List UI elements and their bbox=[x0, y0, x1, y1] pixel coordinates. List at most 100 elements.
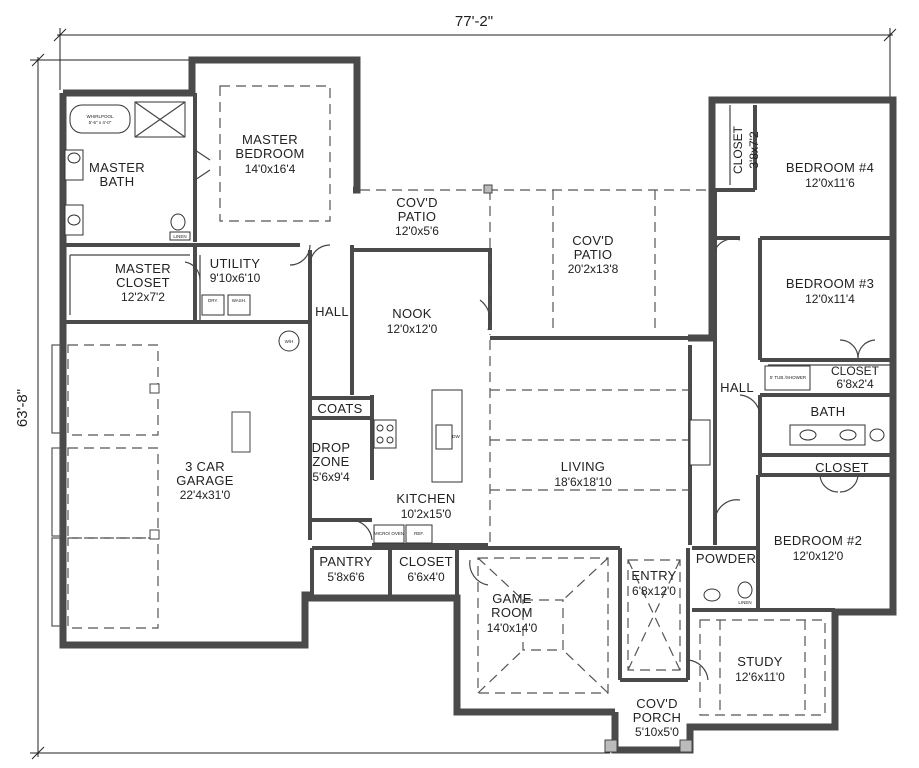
room-bedroom-2: BEDROOM #2 12'0x12'0 bbox=[774, 533, 862, 563]
room-utility: UTILITY 9'10x6'10 bbox=[210, 256, 261, 285]
room-name: BATH bbox=[100, 174, 135, 189]
room-bath: BATH bbox=[811, 404, 846, 419]
room-name: ROOM bbox=[491, 605, 533, 620]
room-name: HALL bbox=[315, 304, 349, 319]
room-name: CLOSET bbox=[116, 275, 170, 290]
room-size: 6'8x12'0 bbox=[632, 584, 676, 598]
dashed-lines bbox=[67, 85, 826, 716]
washer bbox=[227, 294, 251, 316]
room-name: BEDROOM #4 bbox=[786, 160, 874, 175]
exterior-walls bbox=[51, 56, 897, 754]
room-name: DROP bbox=[312, 440, 351, 455]
room-bedroom-3: BEDROOM #3 12'0x11'4 bbox=[786, 276, 874, 306]
room-living: LIVING 18'6x18'10 bbox=[554, 459, 612, 489]
room-name: LIVING bbox=[561, 459, 605, 474]
room-name: NOOK bbox=[392, 306, 432, 321]
island-sink bbox=[435, 424, 453, 450]
linen-label-powder: LINEN bbox=[738, 600, 751, 605]
water-heater-label: W/H bbox=[285, 339, 294, 344]
room-name: HALL bbox=[720, 380, 754, 395]
tub-shower bbox=[764, 365, 811, 391]
room-size: 14'0x14'0 bbox=[487, 621, 538, 635]
room-size: 12'0x11'6 bbox=[805, 176, 855, 190]
room-covd-patio-2: COV'D PATIO 20'2x13'8 bbox=[568, 233, 619, 276]
room-name: PORCH bbox=[633, 710, 681, 725]
room-name: PATIO bbox=[574, 247, 613, 262]
refrigerator bbox=[405, 524, 433, 544]
room-name: KITCHEN bbox=[396, 491, 455, 506]
room-size: 12'0x5'6 bbox=[395, 224, 439, 238]
room-size: 20'2x13'8 bbox=[568, 262, 619, 276]
room-size: 5'8x6'6 bbox=[327, 570, 365, 584]
room-name: MASTER bbox=[89, 160, 145, 175]
room-name: BATH bbox=[811, 404, 846, 419]
room-name: BEDROOM #2 bbox=[774, 533, 862, 548]
room-size: 22'4x31'0 bbox=[180, 488, 231, 502]
room-drop-zone: DROP ZONE 5'6x9'4 bbox=[312, 440, 351, 484]
room-name: POWDER bbox=[696, 551, 756, 566]
room-closet-hall: CLOSET bbox=[815, 460, 869, 475]
room-name: BEDROOM #3 bbox=[786, 276, 874, 291]
room-covd-patio-1: COV'D PATIO 12'0x5'6 bbox=[395, 195, 439, 238]
room-size: 12'0x12'0 bbox=[793, 549, 844, 563]
room-name: PANTRY bbox=[319, 554, 372, 569]
fireplace bbox=[689, 419, 711, 466]
room-pantry: PANTRY 5'8x6'6 bbox=[319, 554, 372, 584]
doors bbox=[184, 149, 876, 681]
room-name: UTILITY bbox=[210, 256, 261, 271]
room-name: BEDROOM bbox=[235, 146, 304, 161]
room-size: 10'2x15'0 bbox=[401, 507, 452, 521]
water-heater bbox=[278, 330, 300, 352]
dishwasher-label: DW bbox=[452, 434, 460, 439]
room-name: GAME bbox=[492, 591, 532, 606]
room-size: 18'6x18'10 bbox=[554, 475, 612, 489]
room-name: STUDY bbox=[737, 654, 783, 669]
room-master-closet: MASTER CLOSET 12'2x7'2 bbox=[115, 261, 171, 304]
width-dimension: 77'-2" bbox=[53, 13, 897, 105]
room-nook: NOOK 12'0x12'0 bbox=[387, 306, 438, 336]
room-closet-game: CLOSET 6'6x4'0 bbox=[399, 554, 453, 584]
room-master-bath: MASTER BATH bbox=[89, 160, 145, 189]
room-name: MASTER bbox=[242, 132, 298, 147]
room-size: 9'10x6'10 bbox=[210, 271, 261, 285]
room-name: COV'D bbox=[396, 195, 438, 210]
whirlpool-tub bbox=[69, 104, 131, 134]
room-size: 6'8x2'4 bbox=[836, 377, 874, 391]
garage-column bbox=[231, 411, 251, 453]
room-hall-2: HALL bbox=[720, 380, 754, 395]
room-study: STUDY 12'6x11'0 bbox=[735, 654, 785, 684]
room-name: ZONE bbox=[312, 454, 349, 469]
tub-shower-label: 5' TUB /SHOWER bbox=[770, 375, 807, 380]
room-entry: ENTRY 6'8x12'0 bbox=[631, 568, 676, 598]
room-covd-porch: COV'D PORCH 5'10x5'0 bbox=[633, 696, 681, 739]
room-size: 6'6x4'0 bbox=[407, 570, 445, 584]
room-name: COV'D bbox=[572, 233, 614, 248]
room-name: COATS bbox=[317, 401, 362, 416]
width-dimension-label: 77'-2" bbox=[455, 13, 493, 30]
room-size: 12'0x11'4 bbox=[805, 292, 855, 306]
room-size: 5'6x9'4 bbox=[312, 470, 350, 484]
room-game-room: GAME ROOM 14'0x14'0 bbox=[487, 591, 538, 635]
room-master-bedroom: MASTER BEDROOM 14'0x16'4 bbox=[235, 132, 304, 176]
room-size: 12'0x12'0 bbox=[387, 322, 438, 336]
dryer bbox=[201, 294, 225, 316]
room-name: PATIO bbox=[398, 209, 437, 224]
powder-sink bbox=[703, 588, 721, 602]
room-bedroom-4: BEDROOM #4 12'0x11'6 bbox=[786, 160, 874, 190]
room-name: COV'D bbox=[636, 696, 678, 711]
room-name: MASTER bbox=[115, 261, 171, 276]
whirlpool-label: WHIRLPOOL bbox=[86, 114, 114, 119]
fixtures: WHIRLPOOL 5'-6" x 4'-0" LINEN DRY. WASH.… bbox=[64, 101, 890, 605]
microwave-oven bbox=[373, 524, 405, 544]
room-garage: 3 CAR GARAGE 22'4x31'0 bbox=[176, 459, 233, 502]
room-closet-bath: CLOSET 6'8x2'4 bbox=[831, 364, 880, 391]
room-size: 5'10x5'0 bbox=[635, 725, 679, 739]
toilet-bath bbox=[869, 428, 885, 442]
microwave-label: MICRO/ OVEN bbox=[374, 531, 404, 536]
depth-dimension-label: 63'-8" bbox=[14, 389, 31, 427]
room-name: 3 CAR bbox=[185, 459, 225, 474]
room-size: 14'0x16'4 bbox=[245, 162, 296, 176]
room-name: CLOSET bbox=[815, 460, 869, 475]
washer-label: WASH. bbox=[232, 298, 247, 303]
